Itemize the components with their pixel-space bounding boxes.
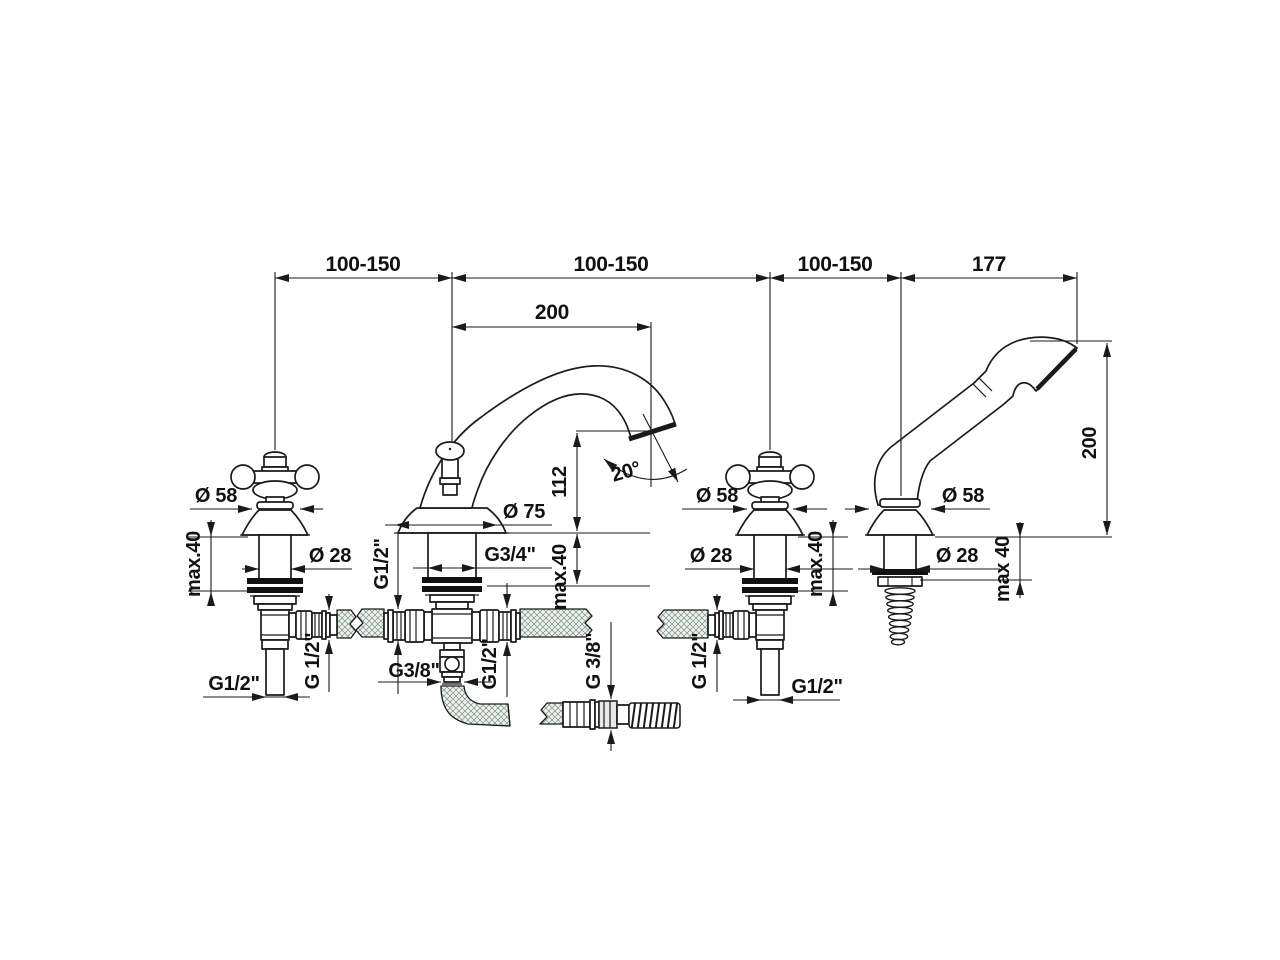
label-shower-shank-dia: Ø 28 [936,545,978,567]
left-handle-valve [230,451,357,696]
label-spout-shank-thread: G3/4" [484,544,535,566]
label-shower-rosette-dia: Ø 58 [942,485,984,507]
label-left-outlet-thread: G 1/2" [302,633,324,690]
label-spout-left-port-thread: G1/2" [371,538,393,589]
dim-label-spout-angle: 20° [609,457,644,486]
handle-ball-right [789,464,815,490]
label-hose-fitting-thread: G 3/8" [583,633,605,690]
dim-label-spout-reach: 200 [535,301,569,324]
label-left-rosette-dia: Ø 58 [195,485,237,507]
holder-bell [866,509,934,536]
handle-bell [736,509,804,536]
label-right-shank-dia: Ø 28 [690,545,732,567]
hose-spout-right [519,608,593,638]
hose-spout-left [355,608,385,638]
label-spout-right-port-thread: G1/2" [479,638,501,689]
label-left-max-thickness: max.40 [183,531,205,597]
hose-spout-bottom-elbow [440,685,511,727]
label-right-max-thickness: max.40 [805,531,827,597]
dim-label-spacing-3: 100-150 [798,253,873,276]
dim-label-spacing-1: 100-150 [326,253,401,276]
label-spout-max-thickness: max.40 [549,544,571,610]
dim-label-spacing-4: 177 [972,253,1006,276]
hose-left-valve-outlet [336,609,357,639]
shower-hose-fitting [539,699,681,730]
hose-fitting-corrugated [628,702,681,729]
handle-bell-rim [256,501,294,510]
hand-shower-body [873,336,1078,506]
dimension-layer: 100-150 100-150 100-150 177 200 20° 112 … [183,253,1112,751]
label-left-tail-thread: G1/2" [208,673,259,695]
right-handle-valve [656,451,815,696]
label-left-shank-dia: Ø 28 [309,545,351,567]
holder-bell-rim [879,498,921,508]
label-right-rosette-dia: Ø 58 [696,485,738,507]
hose-right-valve-outlet [656,609,709,639]
diverter-knob [435,441,465,496]
shower-head-face [1035,347,1078,391]
handle-bell-rim [751,501,789,510]
handle-ball-left [230,464,256,490]
handle-ball-left [725,464,751,490]
handle-ball-right [294,464,320,490]
label-spout-base-dia: Ø 75 [503,501,545,523]
hose-fitting-flex [539,702,564,725]
dim-label-spacing-2: 100-150 [574,253,649,276]
label-shower-max-thickness: max 40 [992,536,1014,602]
hand-shower [865,336,1078,646]
dim-label-spout-height: 112 [549,466,571,498]
label-right-outlet-thread: G 1/2" [689,633,711,690]
label-spout-bottom-thread: G3/8" [388,660,439,682]
shower-hose-spring [884,587,916,646]
label-right-tail-thread: G1/2" [791,676,842,698]
handle-bell [241,509,309,536]
spout-base [397,507,507,534]
dim-label-shower-height: 200 [1079,427,1101,460]
